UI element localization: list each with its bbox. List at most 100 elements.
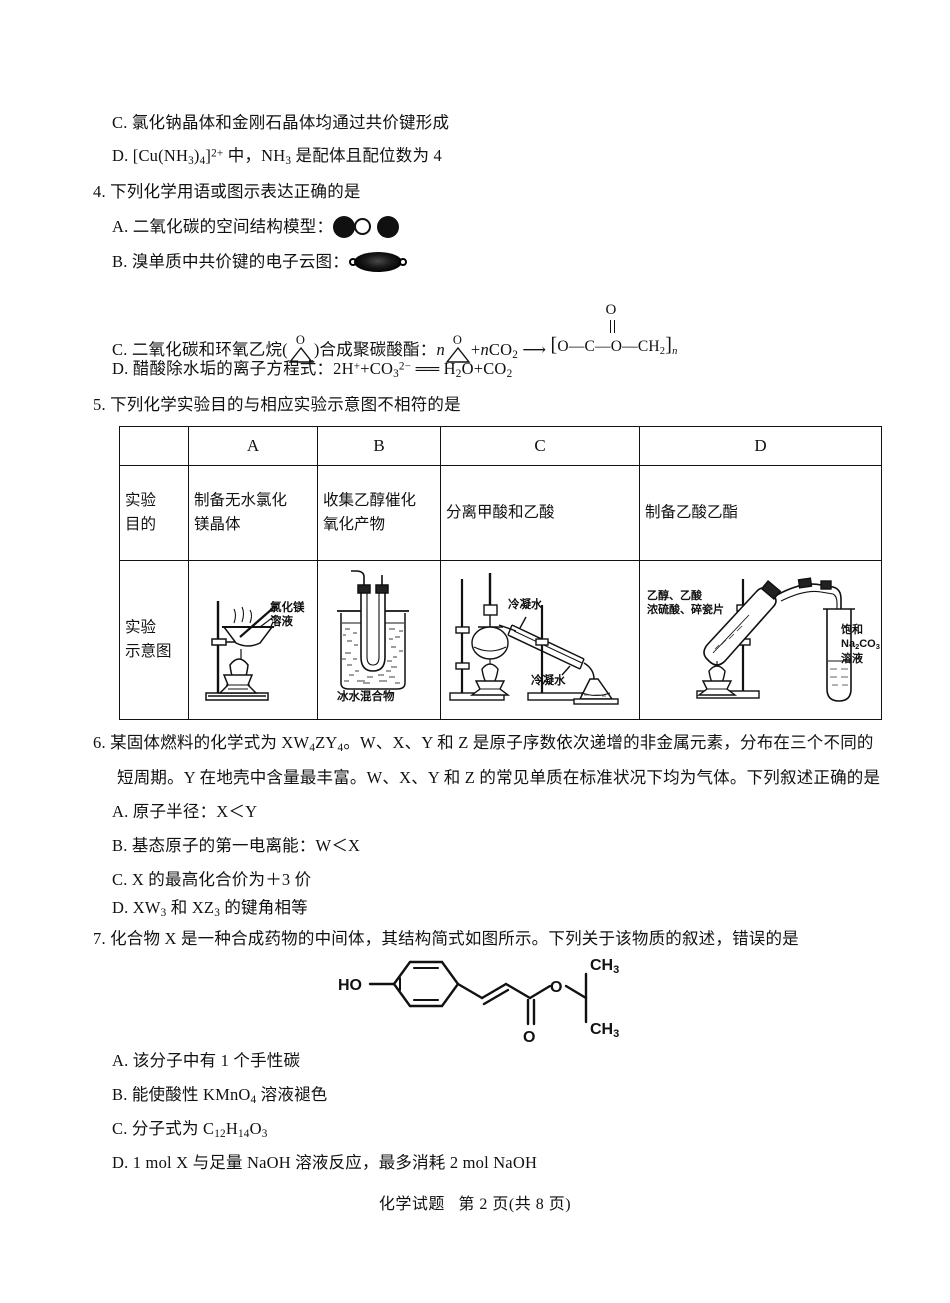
q4-co2-sub: 2 bbox=[512, 349, 519, 362]
footer-subject: 化学试题 bbox=[378, 1196, 445, 1213]
q4-h2o-sub: 2 bbox=[455, 368, 462, 381]
q3-option-d-prefix: D. bbox=[112, 146, 133, 165]
carbonyl-o-label: O bbox=[523, 1029, 535, 1046]
apparatus-d-label-right-line1: 饱和 bbox=[841, 624, 863, 636]
q4-d-mid: +CO bbox=[360, 359, 394, 378]
q6-option-d-a: D. XW bbox=[112, 898, 161, 917]
q4-equals: ══ H bbox=[411, 359, 456, 378]
q7-option-a: A. 该分子中有 1 个手性碳 bbox=[112, 1051, 301, 1070]
q6-stem-line2: 短周期。Y 在地壳中含量最丰富。W、X、Y 和 Z 的常见单质在标准状况下均为气… bbox=[117, 768, 881, 787]
apparatus-b-ice-bath: 冰水混合物 bbox=[323, 565, 435, 715]
apparatus-b-svg bbox=[337, 570, 409, 690]
diagram-cell-a: 氯化镁 溶液 bbox=[188, 560, 318, 720]
q6-stem-b: ZY bbox=[315, 733, 338, 752]
apparatus-d-esterification: 乙醇、乙酸 浓硫酸、碎瓷片 饱和 Na2CO3 溶液 bbox=[645, 565, 880, 715]
q4-option-c-label2: )合成聚碳酸酯： bbox=[313, 340, 437, 359]
purpose-cell-c: 分离甲酸和乙酸 bbox=[440, 465, 640, 561]
header-corner-cell bbox=[119, 426, 189, 466]
reaction-arrow-icon: ⟶ bbox=[522, 340, 547, 359]
purpose-b-line1: 收集乙醇催化 bbox=[323, 491, 417, 509]
q3-sub-2: 4 bbox=[199, 155, 206, 168]
apparatus-d-label-left: 乙醇、乙酸 浓硫酸、碎瓷片 bbox=[647, 589, 724, 618]
q4-d-o: O+CO bbox=[461, 359, 507, 378]
q4-h-charge: + bbox=[353, 360, 361, 373]
q7-option-c-c: O bbox=[249, 1119, 262, 1138]
apparatus-a-evaporating-dish: 氯化镁 溶液 bbox=[194, 565, 312, 715]
q3-formula-close: ] bbox=[205, 146, 212, 165]
q3-option-c: C. 氯化钠晶体和金刚石晶体均通过共价键形成 bbox=[112, 113, 450, 132]
q7-option-c-b: H bbox=[225, 1119, 238, 1138]
q7-option-c-a: C. 分子式为 C bbox=[112, 1119, 215, 1138]
q3-rest-1: 中，NH bbox=[223, 146, 286, 165]
polycarbonate-repeat-unit: O[O—C—O—CH2]n bbox=[551, 302, 711, 359]
q4-option-d: D. 醋酸除水垢的离子方程式：2H++CO32− ══ H2O+CO2 bbox=[112, 359, 512, 381]
apparatus-a-svg bbox=[205, 601, 277, 701]
bromine-electron-cloud-icon bbox=[348, 252, 407, 272]
q3-charge: 2+ bbox=[211, 147, 224, 160]
header-col-a: A bbox=[188, 426, 318, 466]
q6-option-d-sub2: 3 bbox=[214, 907, 221, 920]
q4-option-c-label: C. 二氧化碳和环氧乙烷( bbox=[112, 340, 288, 359]
ch3-top-label: CH3 bbox=[590, 957, 619, 976]
carbonyl-o-label: O bbox=[605, 302, 617, 318]
epoxide-ring-icon: O bbox=[288, 333, 314, 365]
polymer-n-sub: n bbox=[672, 345, 678, 357]
q6-option-d: D. XW3 和 XZ3 的键角相等 bbox=[112, 898, 308, 920]
q3-formula-open: [Cu(NH bbox=[132, 146, 189, 165]
row-label-diagram-line2: 示意图 bbox=[125, 643, 172, 660]
q3-sub-3: 3 bbox=[285, 155, 292, 168]
q4-option-d-label: D. 醋酸除水垢的离子方程式：2H bbox=[112, 359, 354, 378]
header-col-b: B bbox=[317, 426, 441, 466]
epoxide-o-label-2: O bbox=[452, 333, 463, 347]
q7-option-b: B. 能使酸性 KMnO4 溶液褪色 bbox=[112, 1085, 327, 1107]
q6-option-c: C. X 的最高化合价为＋3 价 bbox=[112, 870, 312, 889]
purpose-cell-b: 收集乙醇催化 氧化产物 bbox=[317, 465, 441, 561]
q7-option-b-b: 溶液褪色 bbox=[256, 1085, 328, 1104]
header-col-c: C bbox=[440, 426, 640, 466]
q7-c-sub: 12 bbox=[214, 1128, 226, 1141]
apparatus-d-svg bbox=[696, 577, 855, 702]
apparatus-a-label: 氯化镁 溶液 bbox=[270, 601, 305, 630]
ester-o-label: O bbox=[550, 979, 562, 996]
q4-co3-charge: 2− bbox=[398, 360, 412, 373]
ch3-bottom-label: CH3 bbox=[590, 1021, 619, 1040]
q4-option-b: B. 溴单质中共价键的电子云图： bbox=[112, 252, 407, 273]
q4-option-a-label: A. 二氧化碳的空间结构模型： bbox=[112, 217, 334, 236]
q7-o-sub: 3 bbox=[261, 1128, 268, 1141]
row-label-diagram-line1: 实验 bbox=[125, 618, 157, 636]
q6-sub-2: 4 bbox=[337, 742, 344, 755]
apparatus-c-distillation: 冷凝水 冷凝水 bbox=[446, 565, 634, 715]
q3-sub-1: 3 bbox=[188, 155, 194, 168]
q7-structure-diagram: HO O O CH3 CH3 bbox=[322, 948, 642, 1058]
q4-option-a: A. 二氧化碳的空间结构模型： bbox=[112, 216, 400, 238]
q3-rest-2: 是配体且配位数为 4 bbox=[291, 146, 442, 165]
q6-option-b: B. 基态原子的第一电离能：W＜X bbox=[112, 836, 361, 855]
q7-structure-svg: HO O O CH3 CH3 bbox=[338, 957, 619, 1046]
q7-option-c: C. 分子式为 C12H14O3 bbox=[112, 1119, 268, 1141]
q6-option-d-sub1: 3 bbox=[160, 907, 167, 920]
q7-h-sub: 14 bbox=[237, 1128, 250, 1141]
apparatus-d-label-right: 饱和 Na2CO3 溶液 bbox=[841, 623, 880, 666]
double-bond-icon bbox=[609, 320, 615, 333]
row-label-purpose-line2: 目的 bbox=[125, 516, 157, 533]
epoxide-ring-icon-2: O bbox=[445, 333, 471, 365]
purpose-b-line2: 氧化产物 bbox=[323, 516, 386, 533]
page-footer: 化学试题 第 2 页(共 8 页) bbox=[0, 1190, 950, 1214]
q3-formula-mid: ) bbox=[193, 146, 200, 165]
purpose-a-line1: 制备无水氯化 bbox=[194, 491, 288, 509]
apparatus-d-label-line2: 浓硫酸、碎瓷片 bbox=[647, 604, 724, 617]
row-label-purpose-line1: 实验 bbox=[125, 491, 157, 509]
q7-option-b-a: B. 能使酸性 KMnO bbox=[112, 1085, 251, 1104]
q4-co2: CO bbox=[488, 340, 513, 359]
epoxide-o-label: O bbox=[295, 333, 306, 347]
q7-stem: 7. 化合物 X 是一种合成药物的中间体，其结构简式如图所示。下列关于该物质的叙… bbox=[93, 929, 799, 948]
table-diagram-row: 实验 示意图 bbox=[119, 560, 882, 720]
header-col-d: D bbox=[639, 426, 882, 466]
q4-coef-n1: n bbox=[436, 340, 445, 359]
q6-stem-line1: 6. 某固体燃料的化学式为 XW4ZY4。W、X、Y 和 Z 是原子序数依次递增… bbox=[93, 733, 874, 755]
purpose-a-line2: 镁晶体 bbox=[194, 516, 241, 533]
purpose-cell-a: 制备无水氯化 镁晶体 bbox=[188, 465, 318, 561]
diagram-cell-b: 冰水混合物 bbox=[317, 560, 441, 720]
